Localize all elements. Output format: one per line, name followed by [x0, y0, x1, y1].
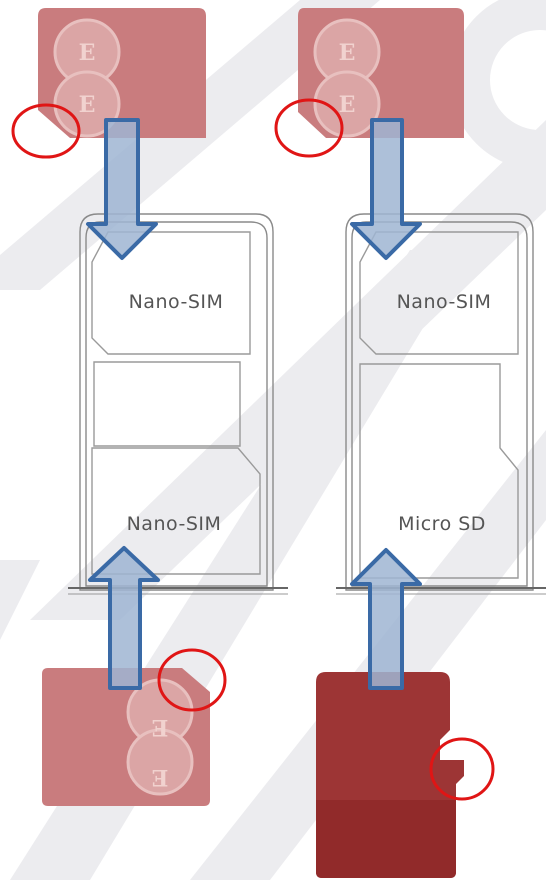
svg-text:E: E: [152, 764, 169, 790]
micro-sd-card: [316, 672, 464, 878]
svg-text:E: E: [79, 92, 96, 118]
slot-bottom: [91, 447, 261, 575]
tray-outline: [79, 213, 274, 591]
tray-outline: [345, 213, 534, 591]
slot-label-tray1-bottom: Nano-SIM: [127, 513, 222, 535]
insert-arrow-top-right: [350, 118, 422, 260]
ee-logo: E E: [53, 18, 121, 138]
slot-middle: [93, 361, 241, 447]
insert-arrow-bottom-left: [88, 546, 160, 690]
svg-text:E: E: [339, 92, 356, 118]
notch-marker-bottom-left: [157, 648, 227, 712]
notch-marker-top-right: [274, 98, 344, 158]
svg-text:E: E: [152, 714, 169, 740]
svg-text:E: E: [339, 40, 356, 66]
slot-label-tray1-top: Nano-SIM: [129, 291, 224, 313]
dual-sim-tray: [68, 213, 288, 595]
slot-label-tray2-top: Nano-SIM: [397, 291, 492, 313]
notch-marker-top-left: [11, 103, 81, 159]
svg-text:E: E: [79, 40, 96, 66]
nano-sim-card-top-left: E E: [38, 8, 206, 138]
ee-logo: E E: [126, 678, 194, 796]
insert-arrow-top-left: [86, 118, 158, 260]
nano-sim-card-top-right: E E: [298, 8, 464, 138]
insert-arrow-bottom-right: [350, 548, 422, 690]
notch-marker-micro-sd: [429, 737, 495, 801]
slot-label-tray2-bottom: Micro SD: [398, 513, 486, 535]
ee-logo: E E: [313, 18, 381, 138]
